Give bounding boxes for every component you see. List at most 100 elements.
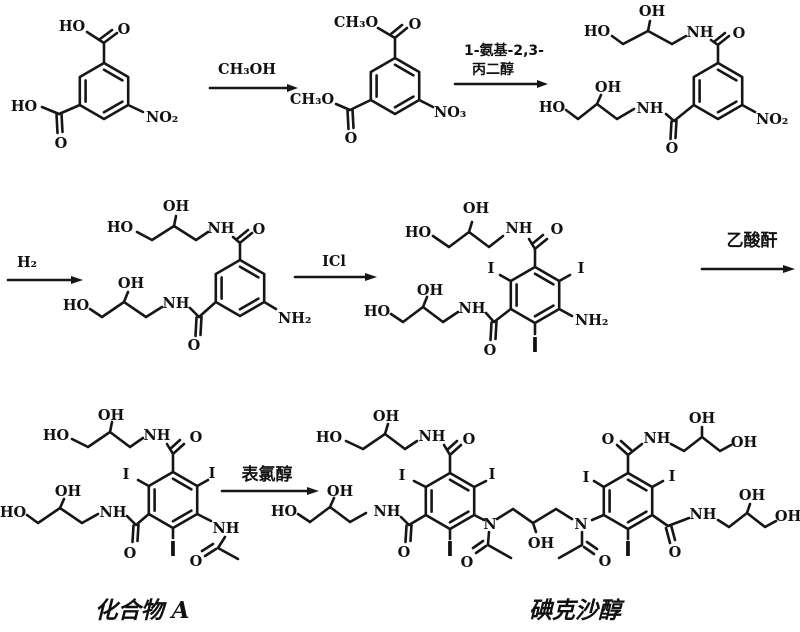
substituent-bonds	[564, 19, 757, 141]
atom-label-oh: OH	[55, 483, 82, 500]
atom-label-o: O	[733, 25, 746, 42]
structure-dimethyl-ester	[334, 23, 435, 131]
atom-label-ho: HO	[405, 224, 432, 241]
atom-label-nh: NH₂	[575, 312, 608, 329]
benzene-ring	[147, 470, 199, 530]
atom-label-ho: HO	[59, 18, 86, 35]
atom-label-o: O	[55, 135, 68, 152]
substituent-bonds	[40, 28, 145, 135]
arrow-reagent-label: ICl	[322, 253, 346, 270]
atom-label-o: O	[345, 130, 358, 147]
atom-label-o: O	[484, 342, 497, 359]
atom-label-nh: NH	[100, 504, 127, 521]
structure-iodixanol-right-ring	[557, 425, 778, 560]
atom-label-i: I	[583, 469, 590, 486]
atom-label-o: O	[190, 429, 203, 446]
atom-label-i: I	[169, 537, 176, 561]
structure-nitro-bisamide	[564, 19, 757, 141]
atom-label-nh: NH	[687, 24, 714, 41]
compound-a-name: 化合物 A	[95, 597, 190, 624]
arrow-head-icon	[537, 80, 548, 88]
benzene-ring	[602, 471, 654, 531]
arrow-amidation: 1-氨基-2,3- 丙二醇	[453, 42, 548, 88]
atom-label-o: O	[602, 431, 615, 448]
atom-label-oh: OH	[163, 198, 190, 215]
atom-label-i: I	[209, 465, 216, 482]
atom-label-ho: HO	[584, 23, 611, 40]
atom-label-no: NO₂	[756, 111, 788, 128]
atom-label-nh: NH	[419, 428, 446, 445]
arrow-reagent-label: CH₃OH	[218, 61, 276, 78]
atom-label-cho: CH₃O	[334, 14, 379, 31]
atom-label-i: I	[578, 260, 585, 277]
atom-label-nh: NH	[213, 520, 240, 537]
arrow-reagent-label-line1: 1-氨基-2,3-	[464, 42, 544, 59]
atom-label-nh: NH	[163, 295, 190, 312]
arrow-hydrogenation: H₂	[6, 254, 83, 284]
atom-label-i: I	[624, 537, 631, 561]
substituent-bonds	[334, 23, 435, 131]
benzene-ring	[369, 56, 421, 116]
substituent-bonds	[296, 422, 574, 560]
atom-label-o: O	[124, 545, 137, 562]
atom-label-oh: OH	[98, 407, 125, 424]
arrow-reagent-label-line2: 丙二醇	[472, 61, 514, 78]
atom-label-nh: NH	[690, 506, 717, 523]
atom-label-nh: NH	[637, 100, 664, 117]
atom-label-no: NO₂	[146, 109, 178, 126]
atom-label-oh: OH	[595, 79, 622, 96]
structure-amino-bisamide	[88, 214, 278, 338]
arrow-esterification: CH₃OH	[208, 61, 298, 92]
benzene-ring	[692, 61, 744, 121]
atom-label-ho: HO	[364, 303, 391, 320]
arrow-reagent-label: 表氯醇	[242, 464, 293, 485]
atom-label-nh: NH	[459, 300, 486, 317]
atom-label-o: O	[599, 553, 612, 570]
atom-label-o: O	[463, 431, 476, 448]
atom-label-ho: HO	[107, 219, 134, 236]
atom-label-nh: NH	[644, 430, 671, 447]
atom-label-i: I	[669, 468, 676, 485]
atom-label-nh: NH	[506, 220, 533, 237]
structure-triiodo-amine	[389, 220, 574, 342]
benzene-ring	[424, 471, 476, 531]
substituent-bonds	[389, 220, 574, 342]
atom-label-oh: OH	[528, 535, 555, 552]
atom-label-nh: NH	[144, 427, 171, 444]
substituent-bonds	[557, 425, 778, 560]
atom-label-oh: OH	[118, 275, 145, 292]
atom-label-ho: HO	[43, 427, 70, 444]
arrow-reagent-label: 乙酸酐	[727, 230, 778, 251]
atom-label-o: O	[188, 337, 201, 354]
arrow-head-icon	[783, 265, 795, 273]
arrow-head-icon	[287, 84, 298, 92]
atom-label-i: I	[489, 466, 496, 483]
atom-label-o: O	[398, 544, 411, 561]
atom-label-oh: OH	[327, 483, 354, 500]
arrow-reagent-label: H₂	[17, 254, 37, 271]
atom-label-o: O	[253, 221, 266, 238]
atom-label-no: NO₃	[434, 104, 466, 121]
atom-label-oh: OH	[373, 408, 400, 425]
atom-label-nh: NH₂	[278, 310, 311, 327]
atom-label-o: O	[669, 544, 682, 561]
atom-label-ho: HO	[316, 429, 343, 446]
structure-5-nitroisophthalic-acid	[40, 28, 145, 135]
structure-iodixanol-left-ring	[296, 422, 574, 560]
benzene-ring	[509, 265, 561, 325]
atom-label-oh: OH	[639, 3, 666, 20]
atom-label-i: I	[531, 333, 538, 357]
atom-label-o: O	[118, 21, 131, 38]
benzene-ring	[214, 258, 266, 318]
arrow-iodination: ICl	[293, 253, 377, 281]
arrow-head-icon	[365, 273, 377, 281]
substituent-bonds	[88, 214, 278, 338]
atom-label-oh: OH	[731, 434, 758, 451]
atom-label-o: O	[551, 221, 564, 238]
atom-label-n: N	[574, 516, 587, 533]
atom-label-o: O	[190, 553, 203, 570]
arrow-head-icon	[307, 487, 319, 495]
